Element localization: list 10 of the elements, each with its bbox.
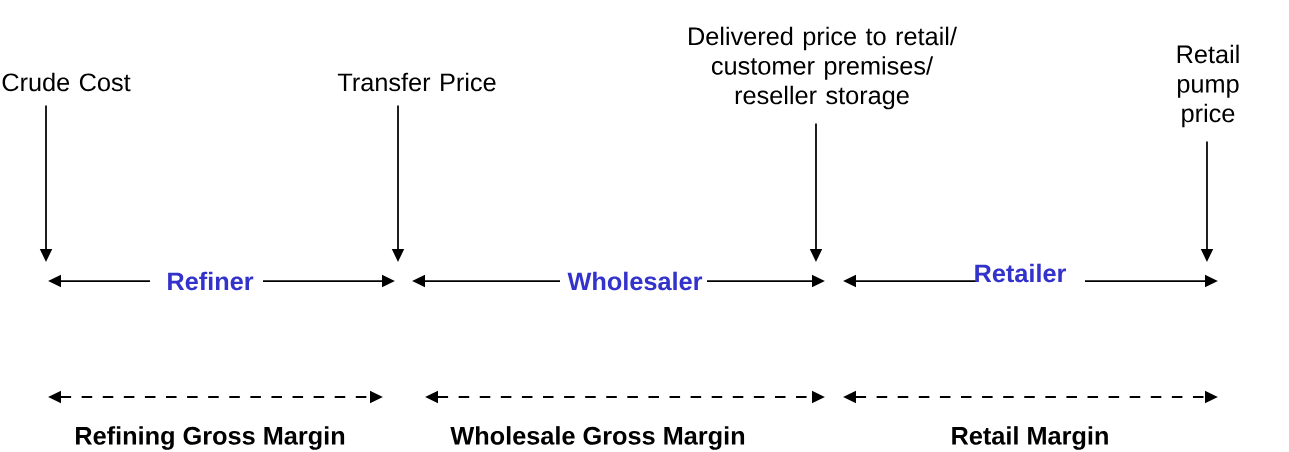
margin-label: Retail Margin	[952, 426, 1108, 450]
role-label: Refiner	[168, 271, 254, 291]
role-label: Wholesaler	[567, 271, 703, 291]
price-label: Crude Cost	[2, 72, 131, 92]
price-label: Transfer Price	[337, 72, 496, 92]
margin-label: Refining Gross Margin	[76, 426, 345, 450]
price-label: Delivered price to retail/ customer premises/ reseller storage	[689, 26, 957, 110]
price-label: Retail pump price	[1177, 44, 1239, 128]
role-label: Retailer	[975, 263, 1067, 283]
margin-label: Wholesale Gross Margin	[450, 426, 745, 450]
